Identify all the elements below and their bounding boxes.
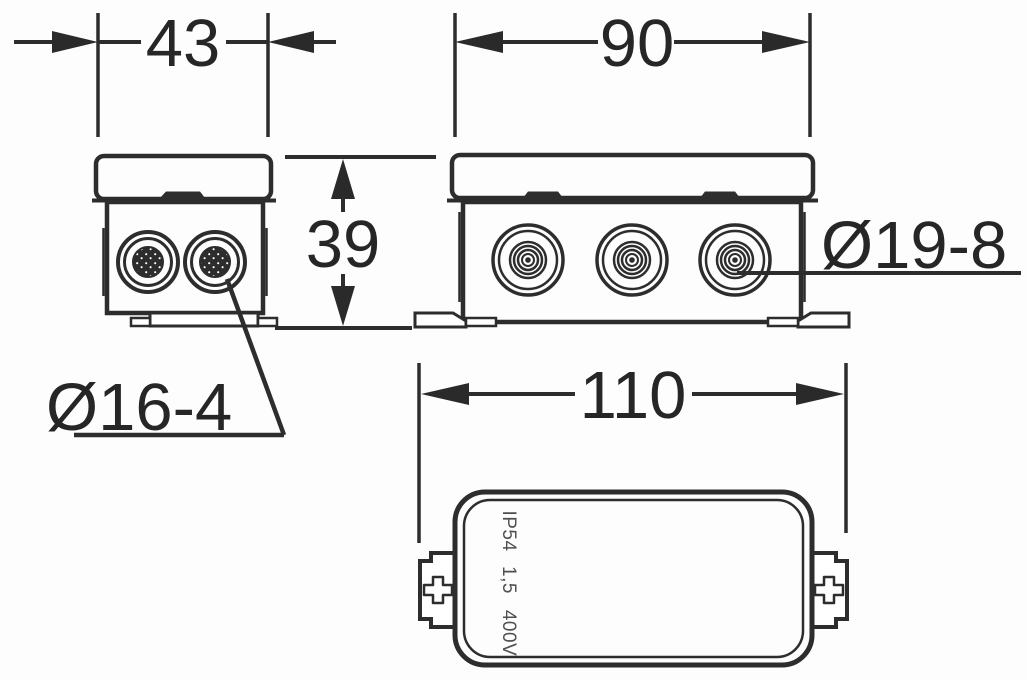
dim110-arrow-right [796, 383, 844, 405]
front-view-foot-right [796, 311, 851, 329]
front-knockout-3 [698, 223, 772, 297]
dimension-90: 90 [453, 6, 812, 137]
dimension-39: 39 [275, 155, 436, 330]
front-view-lid-clip-right [700, 191, 740, 198]
dim43-value: 43 [146, 6, 221, 81]
plan-view-outer-body [452, 489, 815, 668]
marking-voltage: 400V [498, 610, 519, 656]
side-knockout-2 [183, 230, 247, 294]
dim39-value: 39 [306, 207, 381, 282]
marking-ip-rating: IP54 [498, 510, 519, 551]
label-dia19-8: Ø19-8 [737, 208, 1021, 283]
dim90-arrow-right [762, 31, 810, 53]
dim43-arrow-left [52, 31, 98, 53]
dia16-leader [224, 278, 287, 436]
plan-view-inner-rim [462, 498, 805, 659]
side-view-bottom-step-right [256, 316, 279, 328]
front-knockout-2 [595, 223, 669, 297]
front-view-body [460, 199, 804, 325]
front-view [413, 152, 851, 329]
dim90-arrow-left [455, 31, 503, 53]
dimension-110: 110 [417, 358, 848, 543]
front-view-foot-left-step [464, 316, 498, 328]
dim110-value: 110 [580, 358, 687, 433]
plan-view-screw-cross-right [813, 575, 845, 605]
side-view [92, 153, 279, 328]
plan-view: IP54 1,5 400V [418, 489, 849, 668]
front-view-foot-left [413, 311, 468, 329]
front-view-lid [449, 152, 816, 201]
marking-conductor-size: 1,5 [498, 566, 519, 594]
front-view-foot-right-step [766, 316, 800, 328]
front-knockout-1 [491, 223, 565, 297]
label-dia16-4: Ø16-4 [46, 278, 287, 445]
front-view-lid-clip-left [523, 191, 563, 198]
plan-view-screw-cross-left [422, 575, 454, 605]
side-knockout-1 [116, 230, 180, 294]
dia19-value: Ø19-8 [821, 208, 1007, 283]
side-view-lid-clip [160, 191, 205, 198]
side-view-bottom-step-left [129, 316, 152, 328]
dim90-value: 90 [600, 6, 675, 81]
dim39-arrow-down [331, 286, 355, 326]
dim43-arrow-right [268, 31, 314, 53]
dimension-43: 43 [14, 6, 336, 137]
dim39-arrow-up [331, 159, 355, 199]
dim110-arrow-left [421, 383, 469, 405]
dia16-value: Ø16-4 [46, 370, 232, 445]
